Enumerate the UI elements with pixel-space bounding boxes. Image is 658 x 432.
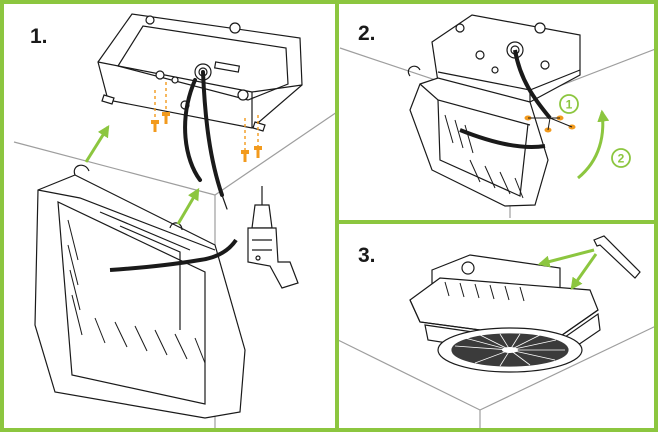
screw-heads-1 (151, 112, 262, 162)
wire-leads-2 (528, 117, 573, 131)
junction-box-1 (97, 13, 303, 132)
svg-text:2: 2 (618, 152, 625, 166)
hinged-fixture-2 (407, 49, 552, 207)
mounting-screws-1 (154, 82, 259, 150)
panel-1 (13, 13, 338, 432)
step-number-1: 1. (30, 25, 48, 48)
callout-1: 1 (559, 94, 579, 114)
step-number-2: 2. (358, 22, 376, 45)
light-fixture-1 (34, 164, 246, 419)
direction-arrows-1 (84, 124, 200, 225)
power-cable-1 (183, 70, 228, 210)
mounted-fixture-3 (409, 254, 601, 373)
hex-key-icon (593, 235, 641, 279)
panel-3 (337, 235, 658, 432)
step-number-3: 3. (358, 244, 376, 267)
power-drill-icon (247, 186, 299, 289)
svg-text:1: 1 (566, 98, 573, 112)
callout-2: 2 (611, 148, 631, 168)
direction-arrows-3 (537, 248, 598, 290)
rotate-arrow-2 (577, 109, 610, 180)
panel-2: 1 2 (339, 14, 658, 218)
